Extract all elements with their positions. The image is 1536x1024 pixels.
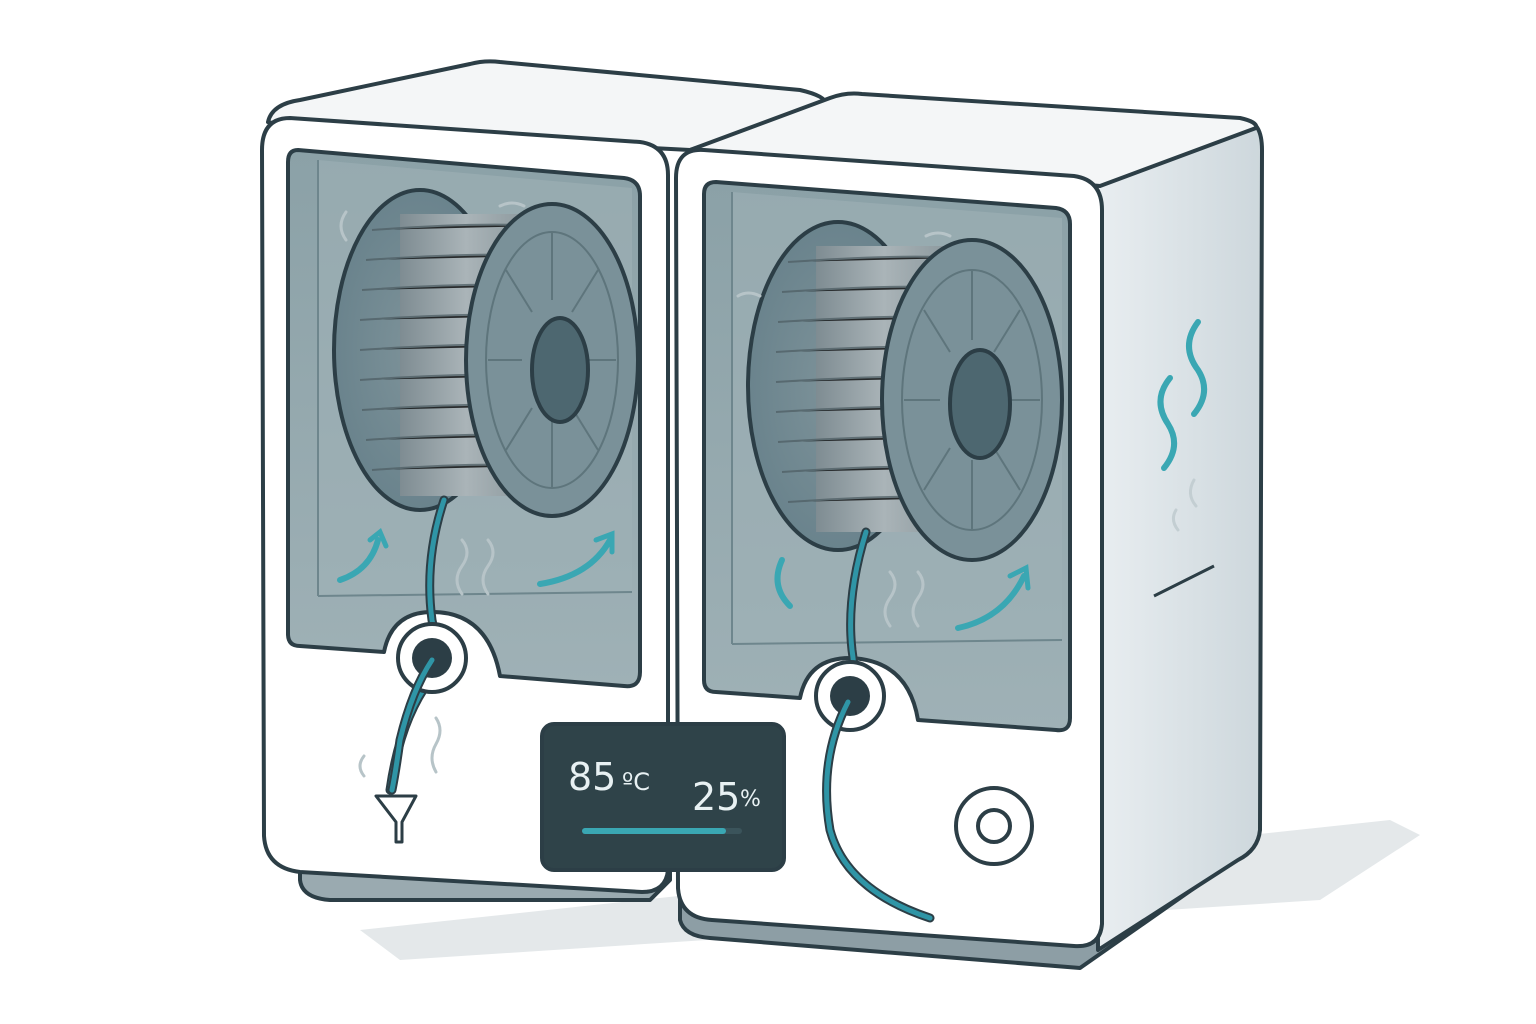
filament-outlet-icon	[374, 794, 418, 844]
side-vent-slot	[1153, 564, 1215, 598]
status-display: 85 ºC 25 %	[540, 722, 786, 872]
heat-wave-icon	[1157, 319, 1207, 532]
heat-wave-icon	[339, 201, 526, 596]
airflow-arrow-icon	[774, 557, 1031, 631]
power-button-icon[interactable]	[954, 786, 1034, 866]
temperature-value: 85	[568, 755, 616, 799]
humidity-value: 25	[692, 775, 740, 819]
progress-bar	[582, 828, 726, 834]
left-filament-spool	[332, 188, 640, 518]
right-side-face	[1094, 117, 1264, 952]
humidity-unit: %	[740, 787, 761, 812]
airflow-arrow-icon	[337, 527, 615, 587]
left-dryer-unit	[260, 59, 828, 902]
right-filament-spool	[746, 220, 1064, 562]
right-top-face	[688, 91, 1259, 188]
temperature-unit: ºC	[622, 768, 650, 796]
heat-wave-icon	[736, 231, 952, 628]
